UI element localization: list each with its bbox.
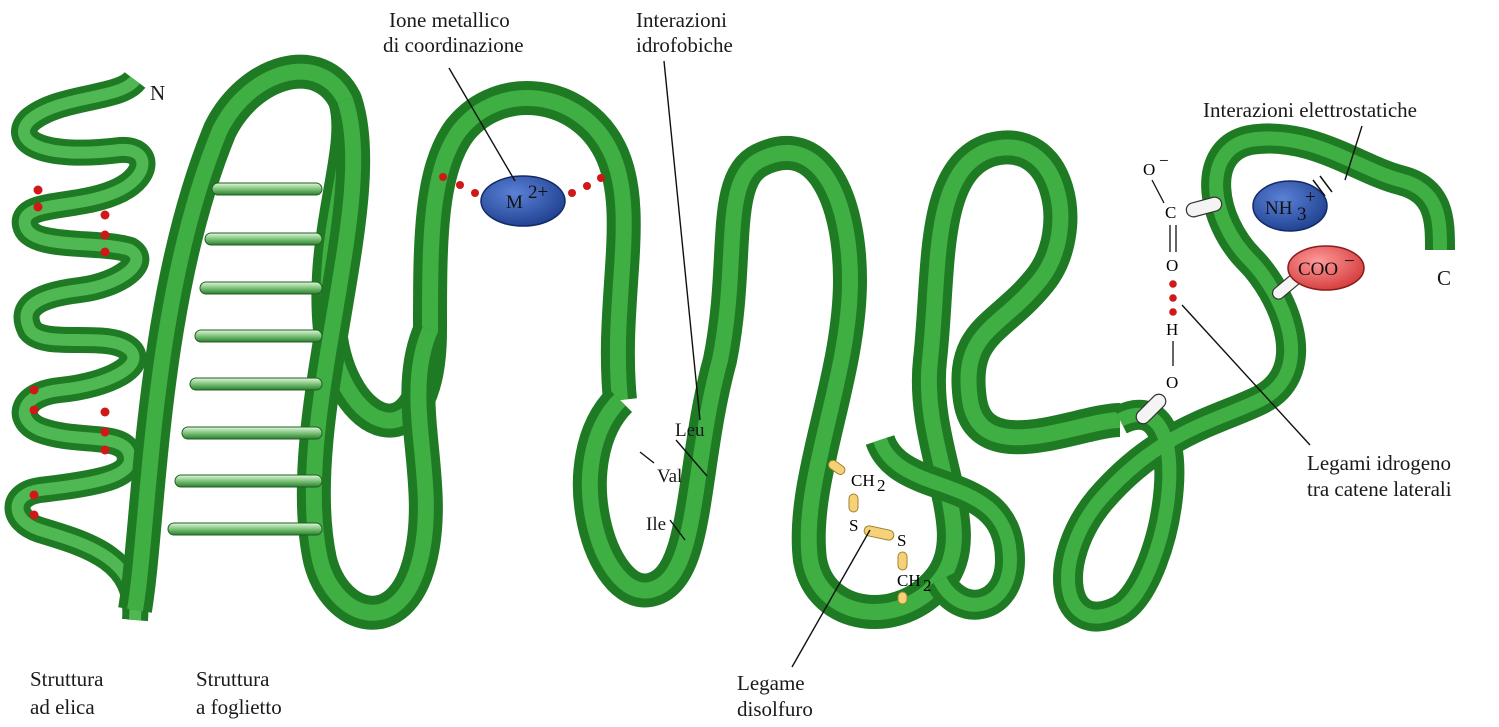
- helix-title-line1: Struttura: [30, 667, 104, 691]
- ch2-top-label: CH: [851, 471, 875, 490]
- hbond-title-line1: Legami idrogeno: [1307, 451, 1451, 475]
- hydrophobic-title-line2: idrofobiche: [636, 33, 733, 57]
- metal-ion-title-line1: Ione metallico: [389, 8, 510, 32]
- carbonyl-oxygen-label: O: [1166, 256, 1178, 275]
- hydroxyl-oxygen-label: O: [1166, 373, 1178, 392]
- disulfide-title-line2: disolfuro: [737, 697, 813, 721]
- hbond-title-line2: tra catene laterali: [1307, 477, 1452, 501]
- n-terminus-label: N: [150, 81, 165, 105]
- electrostatic-bond-line-b: [1320, 176, 1332, 192]
- electrostatic-title: Interazioni elettrostatiche: [1203, 98, 1417, 122]
- ammonium-charge: +: [1305, 187, 1316, 208]
- c-terminus-label: C: [1437, 266, 1451, 290]
- carboxylate-charge: −: [1344, 251, 1355, 272]
- metal-ion-charge: 2+: [528, 182, 548, 203]
- ammonium-symbol: NH: [1265, 198, 1293, 219]
- sheet-title-line2: a foglietto: [196, 695, 282, 719]
- alpha-helix: [18, 80, 143, 620]
- ch2-bottom-label: CH: [897, 571, 921, 590]
- ch2-top-sub: 2: [877, 476, 886, 495]
- val-label: Val: [657, 466, 682, 487]
- helix-title-line2: ad elica: [30, 695, 95, 719]
- metal-ion-title-line2: di coordinazione: [383, 33, 524, 57]
- metal-ion: M 2+: [481, 176, 565, 226]
- sheet-title-line1: Struttura: [196, 667, 270, 691]
- ile-label: Ile: [646, 514, 666, 535]
- o-minus-charge: −: [1159, 151, 1169, 170]
- sulfur-1-label: S: [849, 516, 858, 535]
- hydrophobic-title-line1: Interazioni: [636, 8, 727, 32]
- ammonium-group: NH 3 +: [1253, 181, 1327, 231]
- carboxylate-symbol: COO: [1298, 259, 1338, 280]
- carbon-label: C: [1165, 203, 1176, 222]
- o-minus-label: O: [1143, 160, 1155, 179]
- sulfur-2-label: S: [897, 531, 906, 550]
- hydrogen-label: H: [1166, 320, 1178, 339]
- carboxylate-group: COO −: [1270, 246, 1364, 302]
- metal-ion-symbol: M: [506, 192, 523, 213]
- loop-hydrophobic: [590, 147, 1120, 612]
- disulfide-title-line1: Legame: [737, 671, 805, 695]
- ch2-bottom-sub: 2: [923, 576, 932, 595]
- leu-label: Leu: [675, 420, 705, 441]
